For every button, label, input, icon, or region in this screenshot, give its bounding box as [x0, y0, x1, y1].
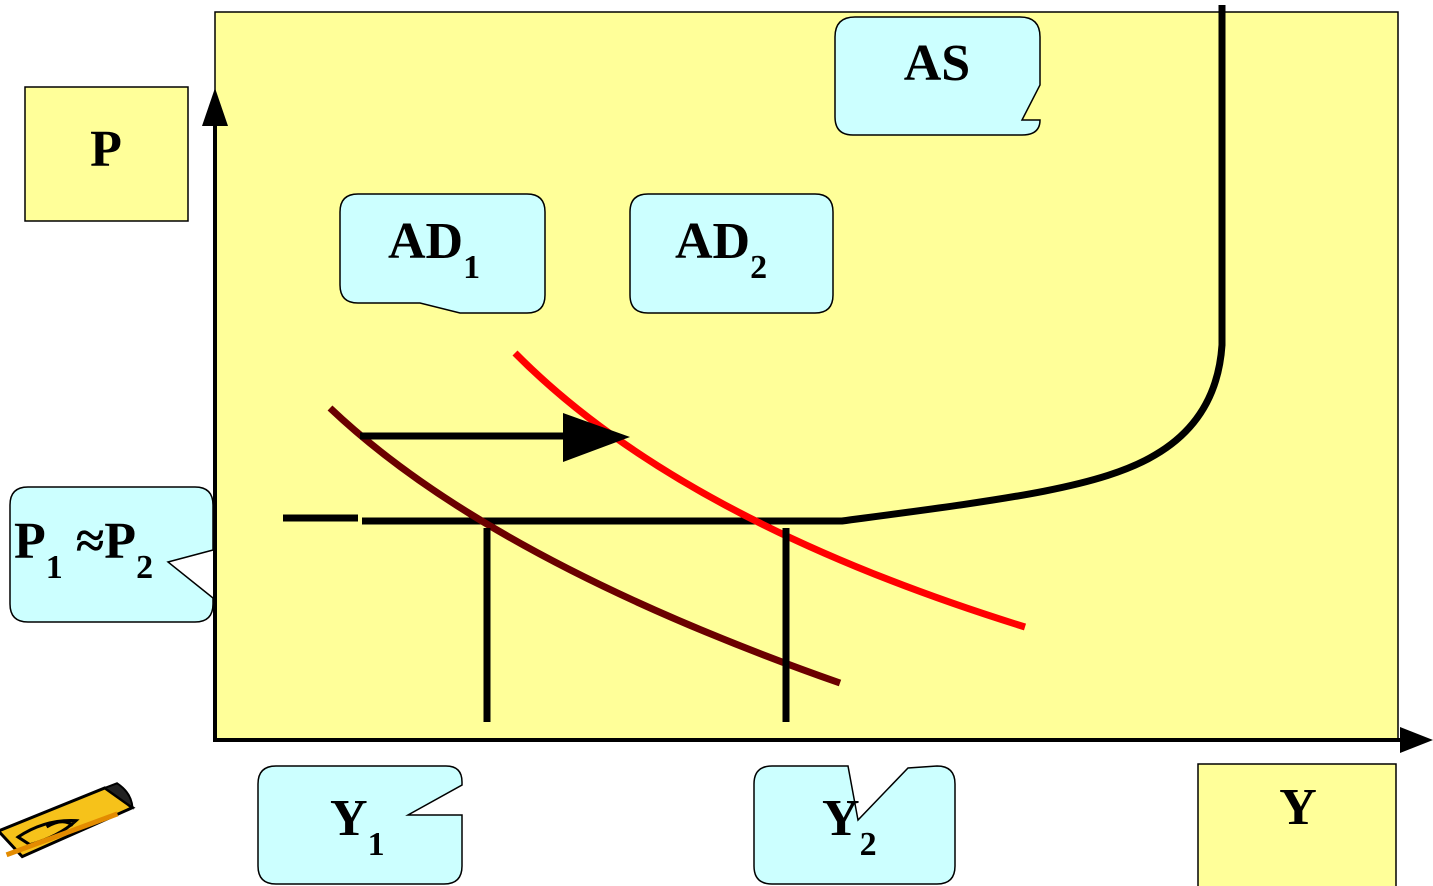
y1-label: Y1: [330, 790, 385, 863]
ad2-curve: [512, 350, 1027, 631]
as-label: AS: [904, 35, 970, 92]
ad1-label: AD1: [388, 213, 480, 286]
y1-callout: Y1: [257, 765, 463, 885]
p-axis-label-box: P: [24, 86, 189, 222]
y2-callout: Y2: [753, 765, 956, 885]
plot-area: [214, 11, 1399, 741]
p-axis-arrowhead: [202, 88, 228, 126]
shift-arrow: [360, 413, 630, 462]
ad1-curve: [327, 405, 842, 687]
y2-label: Y2: [822, 790, 877, 863]
pencil-icon: [0, 782, 136, 859]
price-level-label: P1 ≈P2: [14, 513, 153, 586]
price-level-callout: P1 ≈P2: [9, 486, 214, 623]
y-axis-label: Y: [1279, 779, 1317, 836]
as-curve: [283, 5, 1226, 525]
y-axis-label-box: Y: [1197, 763, 1397, 886]
axes: [202, 88, 1433, 753]
ad2-label: AD2: [675, 213, 767, 286]
y-axis-arrowhead: [1400, 727, 1433, 753]
p-axis-label: P: [90, 121, 122, 178]
as-callout: AS: [834, 16, 1041, 136]
ad1-callout: AD1: [339, 193, 546, 314]
ad2-callout: AD2: [629, 193, 834, 314]
